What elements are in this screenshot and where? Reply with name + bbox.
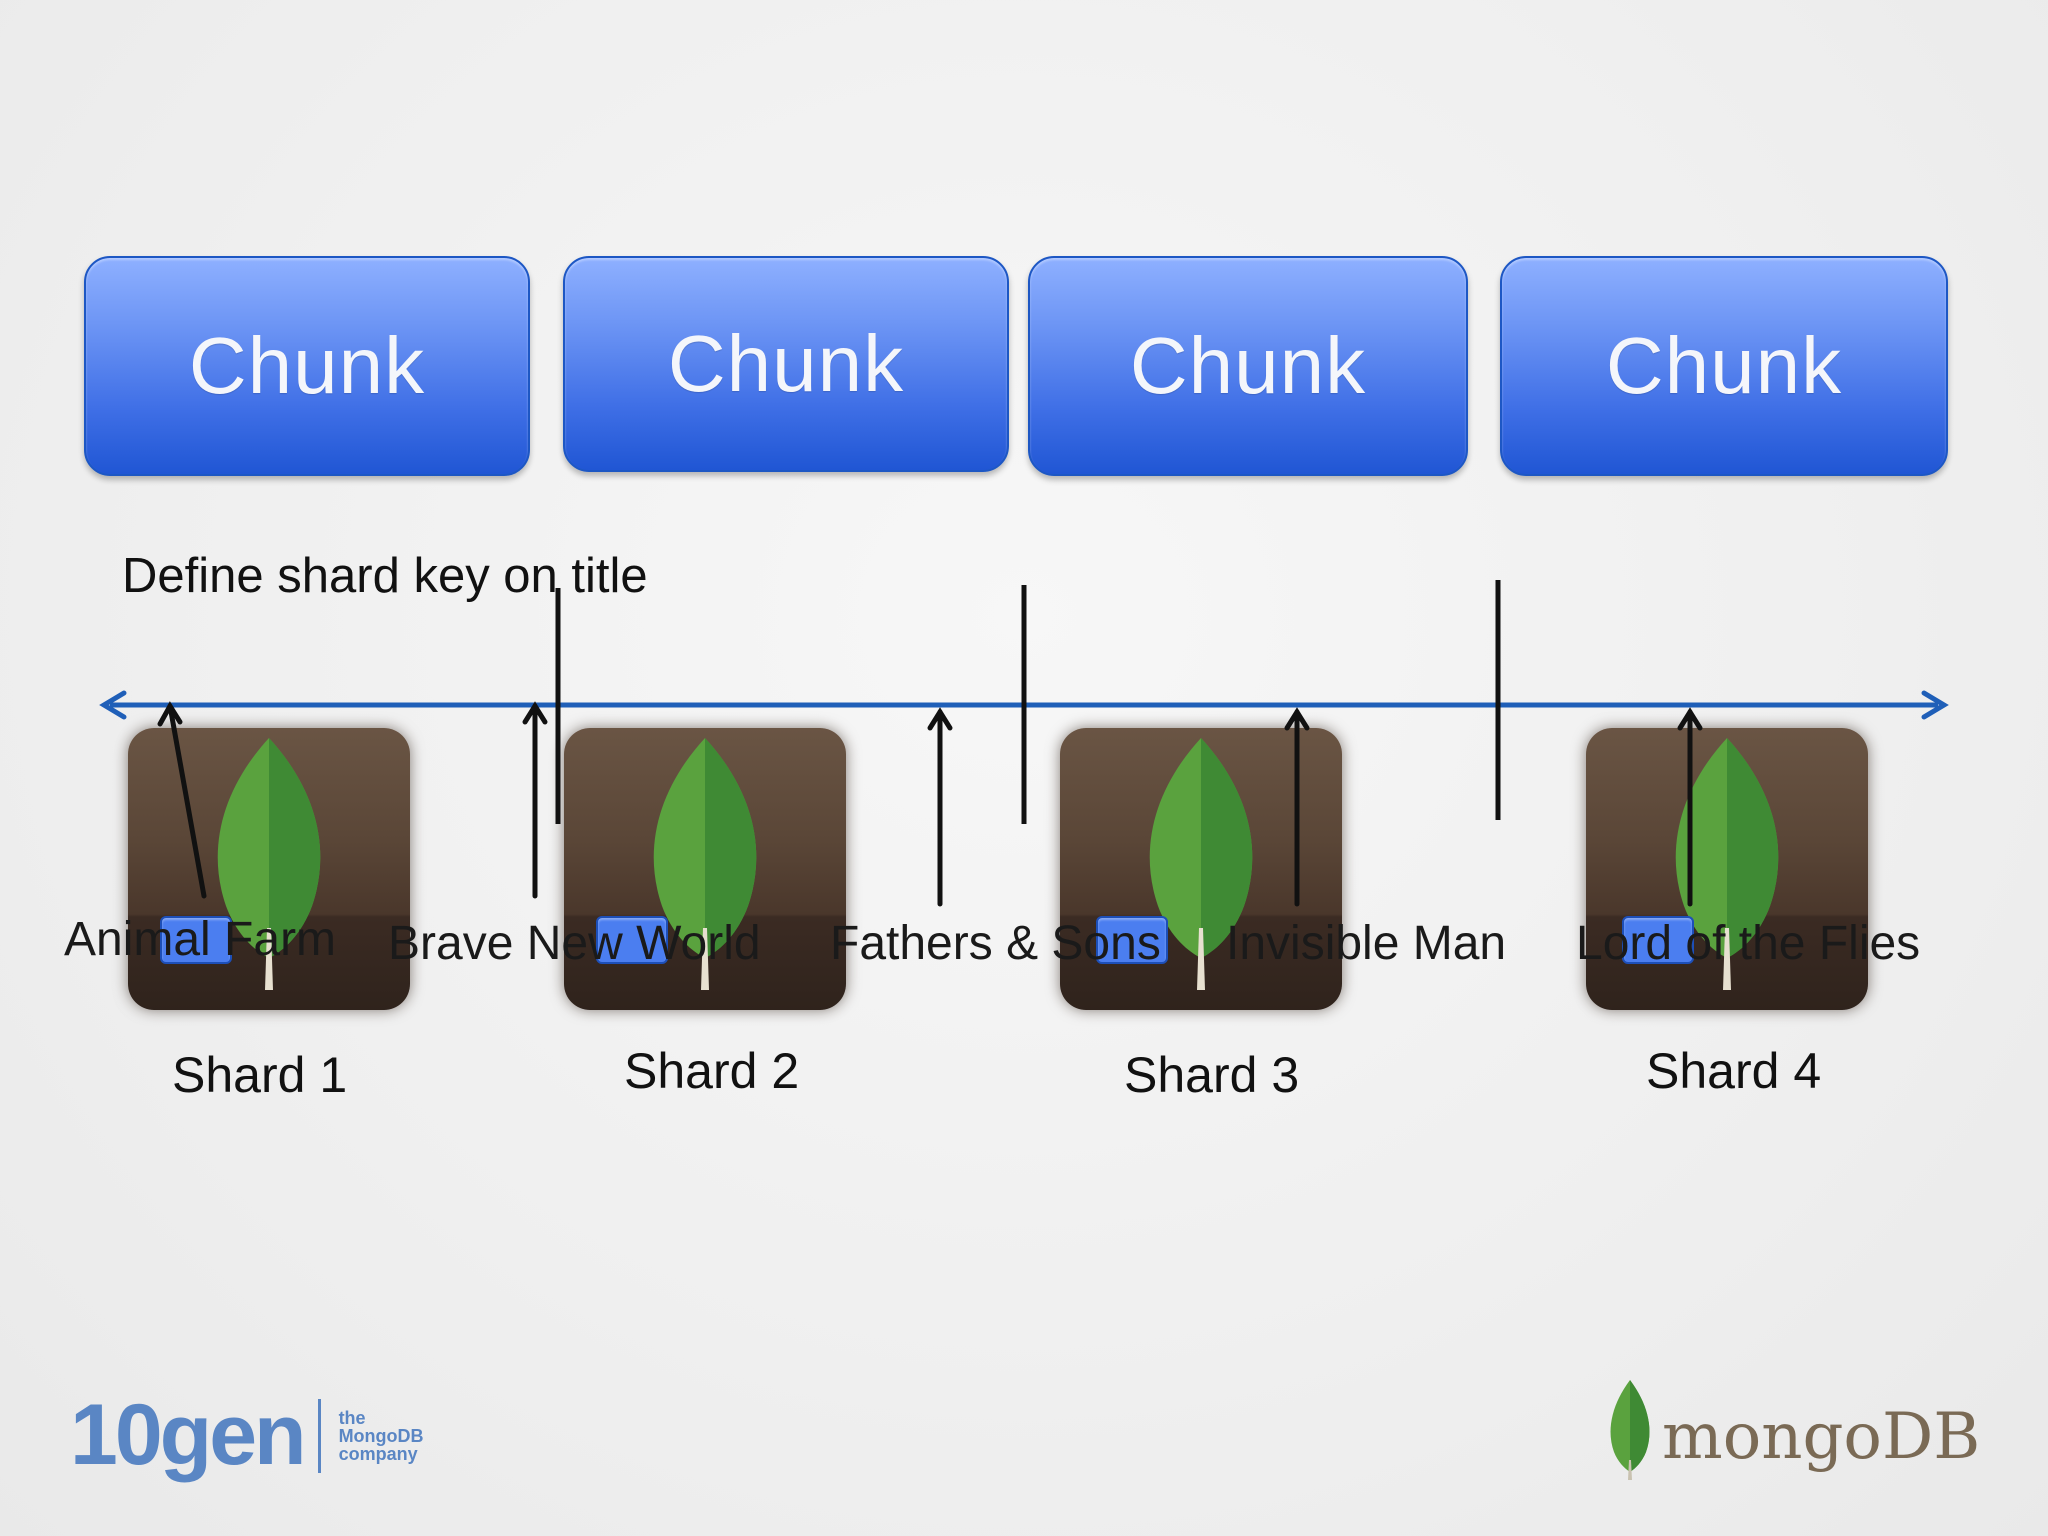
- book-pointer-arrow-2: [522, 701, 548, 899]
- book-pointer-arrow-1: [157, 701, 207, 899]
- book-pointer-arrow-3: [927, 707, 953, 907]
- 10gen-tagline: the MongoDB company: [338, 1407, 424, 1464]
- shard-label-4: Shard 4: [1646, 1043, 1822, 1099]
- logo-divider: [317, 1398, 321, 1473]
- chunk-label: Chunk: [188, 321, 426, 410]
- chunk-label: Chunk: [1605, 321, 1843, 410]
- book-pointer-arrow-4: [1284, 707, 1310, 907]
- mongodb-leaf-icon: [1610, 1380, 1650, 1480]
- book-label-brave-new-world: Brave New World: [388, 917, 761, 970]
- book-label-fathers-and-sons: Fathers & Sons: [830, 917, 1161, 970]
- chunk-marker-2: [596, 916, 668, 964]
- mongodb-logo: mongoDB: [1604, 1376, 1980, 1482]
- chunk-box-2: Chunk: [563, 256, 1009, 472]
- 10gen-wordmark: 10gen: [70, 1387, 307, 1483]
- book-pointer-arrow-5: [1677, 707, 1703, 907]
- chunk-marker-3: [1096, 916, 1168, 964]
- 10gen-logo: 10gen the MongoDB company: [70, 1386, 424, 1485]
- chunk-box-4: Chunk: [1500, 256, 1948, 476]
- shard-label-3: Shard 3: [1124, 1047, 1300, 1103]
- book-label-lord-of-the-flies: Lord of the Flies: [1576, 917, 1921, 970]
- shard-label-1: Shard 1: [172, 1047, 348, 1103]
- chunk-marker-4: [1622, 916, 1694, 964]
- chunk-marker-1: [160, 916, 232, 964]
- book-label-animal-farm: Animal Farm: [64, 913, 337, 966]
- chunk-box-3: Chunk: [1028, 256, 1468, 476]
- mongodb-wordmark: mongoDB: [1662, 1400, 1981, 1474]
- shard-label-2: Shard 2: [624, 1043, 800, 1099]
- chunk-box-1: Chunk: [84, 256, 530, 476]
- chunk-label: Chunk: [667, 319, 905, 408]
- book-label-invisible-man: Invisible Man: [1226, 917, 1507, 970]
- chunk-label: Chunk: [1129, 321, 1367, 410]
